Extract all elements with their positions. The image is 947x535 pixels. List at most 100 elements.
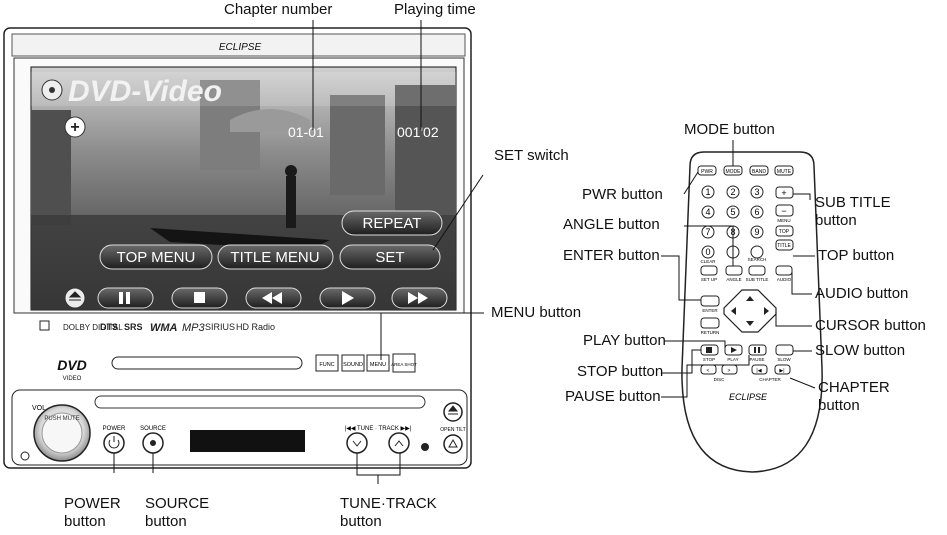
svg-text:PAUSE: PAUSE [750,357,765,362]
svg-text:−: − [781,206,786,216]
svg-text:STOP: STOP [703,357,715,362]
remote-stop-button[interactable]: STOP [700,344,719,362]
remote-pause-button[interactable]: PAUSE [748,344,767,362]
remote-number-0[interactable]: 0 [701,245,715,259]
remote-cursor-pad[interactable] [723,289,777,333]
remote-audio-button[interactable]: AUDIO [775,265,793,282]
remote-chapter-down-button[interactable]: |◀ [751,364,768,375]
remote-setup-button[interactable]: SET UP [700,265,718,282]
chapter-number-callout: Chapter number [224,1,333,18]
remote-band-button[interactable]: BAND [749,165,769,176]
power-key-label: POWER [103,426,126,432]
svg-text:7: 7 [705,227,710,237]
menu-button[interactable]: MENU [366,354,390,372]
remote-blank-button[interactable] [750,245,764,259]
head-unit-brand: ECLIPSE [219,42,262,53]
svg-text:<: < [707,368,710,374]
remote-number-2[interactable]: 2 [726,185,740,199]
format-logos: DOLBY DIGITAL DTS SRS WMA MP3 SIRIUS HD … [39,320,275,334]
pause-button-callout: PAUSE button [565,388,661,405]
remote-return-button[interactable]: RETURN [700,317,720,335]
svg-text:SLOW: SLOW [777,357,791,362]
remote-title-button[interactable]: TITLE [775,239,794,251]
tilt-key[interactable] [443,434,463,454]
remote-number-1[interactable]: 1 [701,185,715,199]
svg-text:WMA: WMA [150,322,178,334]
remote-menu-label: MENU [777,218,790,223]
svg-text:▶|: ▶| [779,368,784,374]
power-key[interactable] [103,432,125,454]
remote-number-4[interactable]: 4 [701,205,715,219]
svg-text:SIRIUS: SIRIUS [205,322,235,332]
tune-up-key[interactable] [388,432,410,454]
remote-plus-button[interactable]: + [775,186,794,199]
dvd-logo: DVD [57,357,87,373]
remote-number-5[interactable]: 5 [726,205,740,219]
remote-play-button[interactable]: PLAY [724,344,743,362]
remote-number-7[interactable]: 7 [701,225,715,239]
playing-time-display: 001'02 [397,124,439,140]
remote-disc-up-button[interactable]: > [721,364,738,375]
remote-subtitle-button[interactable]: SUB TITLE [746,265,769,282]
slow-button-callout: SLOW button [815,342,906,359]
set-switch-callout: SET switch [494,147,569,164]
fast-forward-screen-button[interactable] [391,287,448,309]
volume-knob[interactable]: PUSH MUTE [33,404,91,462]
remote-top-button[interactable]: TOP [775,225,794,237]
svg-text:SRS: SRS [124,322,143,332]
remote-mode-button[interactable]: MODE [723,165,743,176]
rewind-screen-button[interactable] [245,287,302,309]
svg-text:TOP: TOP [779,229,790,235]
svg-text:SET: SET [375,249,404,266]
source-key[interactable] [142,432,164,454]
title-menu-screen-button[interactable]: TITLE MENU [217,244,334,270]
svg-text:MODE: MODE [726,169,742,175]
tune-down-key[interactable] [346,432,368,454]
svg-text:SUB TITLE: SUB TITLE [746,277,769,282]
svg-text:PWR: PWR [701,169,713,175]
svg-text:AUDIO: AUDIO [777,277,792,282]
remote-angle-button[interactable]: ANGLE [725,265,743,282]
svg-text:TOP MENU: TOP MENU [117,249,196,266]
svg-text:DTS: DTS [100,322,118,332]
remote-pwr-button[interactable]: PWR [697,165,717,176]
stop-screen-button[interactable] [171,287,228,309]
svg-text:+: + [781,188,786,198]
remote-number-6[interactable]: 6 [750,205,764,219]
svg-text:REPEAT: REPEAT [363,215,422,232]
eject-screen-icon[interactable] [64,287,86,309]
svg-text:MUTE: MUTE [777,169,792,175]
play-button-callout: PLAY button [583,332,666,349]
remote-mute-button[interactable]: MUTE [774,165,794,176]
svg-text:6: 6 [754,207,759,217]
repeat-screen-button[interactable]: REPEAT [341,210,443,236]
playing-time-callout: Playing time [394,1,476,18]
mode-button-callout: MODE button [684,121,775,138]
remote-number-pad: 1 2 3 4 5 6 7 8 9 0 [701,185,764,259]
remote-enter-button[interactable]: ENTER [700,295,720,313]
sound-button[interactable]: SOUND [341,354,365,372]
remote-minus-button[interactable]: − [775,204,794,217]
head-unit: ECLIPSE DVD-Video + 01-01 001'02 [3,27,472,469]
set-screen-button[interactable]: SET [339,244,441,270]
audio-button-callout: AUDIO button [815,285,909,302]
remote-search-label: SEARCH [748,257,767,262]
eject-key[interactable] [443,402,463,422]
func-button[interactable]: FUNC [315,354,339,372]
remote-chapter-label: CHAPTER [759,377,781,382]
remote-number-9[interactable]: 9 [750,225,764,239]
remote-disc-label: DISC [714,377,726,382]
play-screen-button[interactable] [319,287,376,309]
pause-screen-button[interactable] [97,287,154,309]
top-menu-screen-button[interactable]: TOP MENU [99,244,213,270]
sub-display [190,430,305,452]
area-shot-button[interactable]: AREA SHOT [391,353,417,373]
plus-icon[interactable]: + [70,119,79,136]
remote-disc-down-button[interactable]: < [700,364,717,375]
remote-chapter-up-button[interactable]: ▶| [774,364,791,375]
remote-number-3[interactable]: 3 [750,185,764,199]
svg-text:SET UP: SET UP [701,277,717,282]
remote-slow-button[interactable]: SLOW [775,344,794,362]
